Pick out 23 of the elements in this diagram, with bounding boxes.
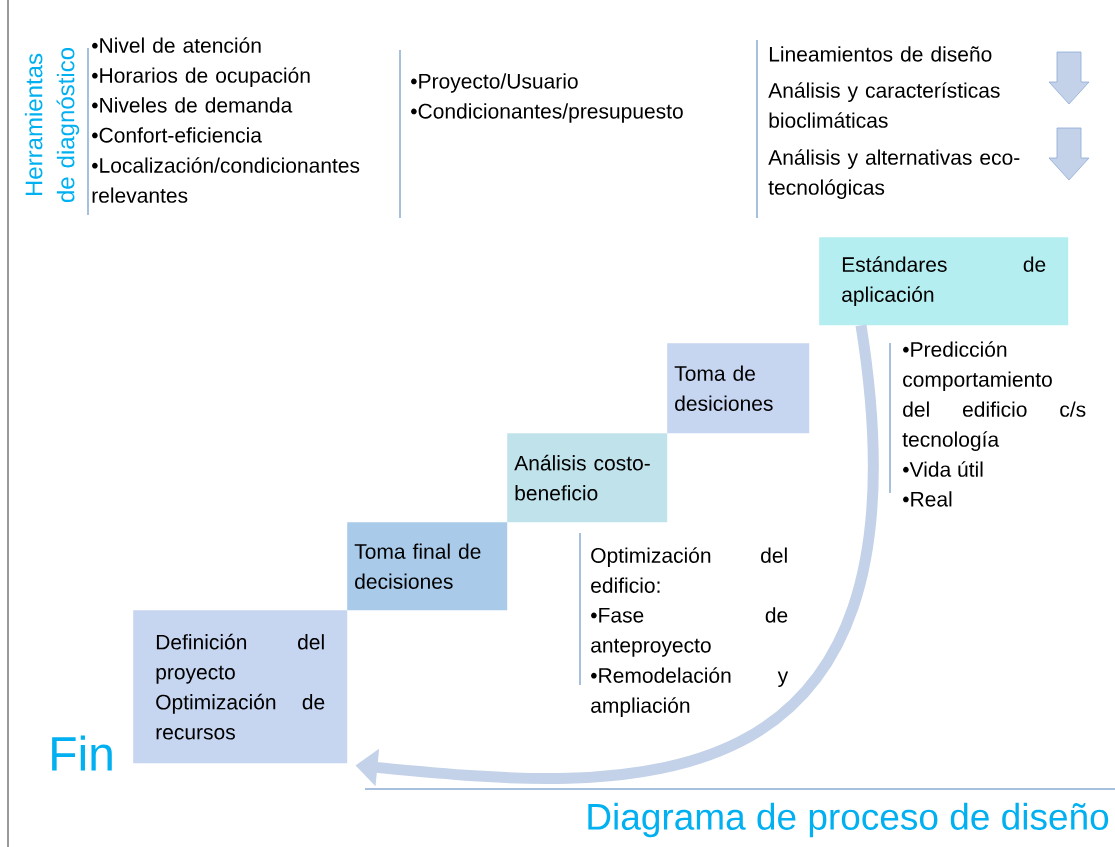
bullet-text: •Real xyxy=(903,491,952,507)
step-box: Definición del proyecto Optimización de recursos xyxy=(133,610,348,764)
step-box: Estándares de aplicación xyxy=(819,237,1069,326)
bullet-text: •Confort-eficiencia xyxy=(92,127,262,143)
step-box: Toma de desiciones xyxy=(667,343,810,434)
end-label: Fin xyxy=(52,735,112,771)
rotated-heading: Herramientas de diagnóstico xyxy=(24,48,80,203)
bullet-text: •Localización/condicionantes relevantes xyxy=(92,157,360,203)
bullet-text: Optimización del edificio: xyxy=(591,547,787,593)
step-box: Análisis costo-beneficio xyxy=(507,433,668,523)
bullet-text: Lineamientos de diseño xyxy=(769,46,992,62)
bullet-text: •Horarios de ocupación xyxy=(92,67,310,88)
bullet-text: Análisis y características bioclimáticas xyxy=(768,82,1000,128)
title: Diagrama de proceso de diseño xyxy=(588,802,1109,838)
bullet-text: •Proyecto/Usuario xyxy=(411,73,578,93)
bullet-text: •Fase de anteproyecto xyxy=(591,607,788,657)
bullet-text: •Remodelación y ampliación xyxy=(591,667,789,718)
bullet-text: Análisis y alternativas eco-tecnológicas xyxy=(768,149,1020,200)
bullet-text: •Nivel de atención xyxy=(92,37,261,53)
bullet-text: •Vida útil xyxy=(903,461,983,477)
bullet-text: •Condicionantes/presupuesto xyxy=(411,103,683,123)
step-box: Toma final de decisiones xyxy=(347,522,508,611)
bullet-text: •Niveles de demanda xyxy=(92,97,293,113)
